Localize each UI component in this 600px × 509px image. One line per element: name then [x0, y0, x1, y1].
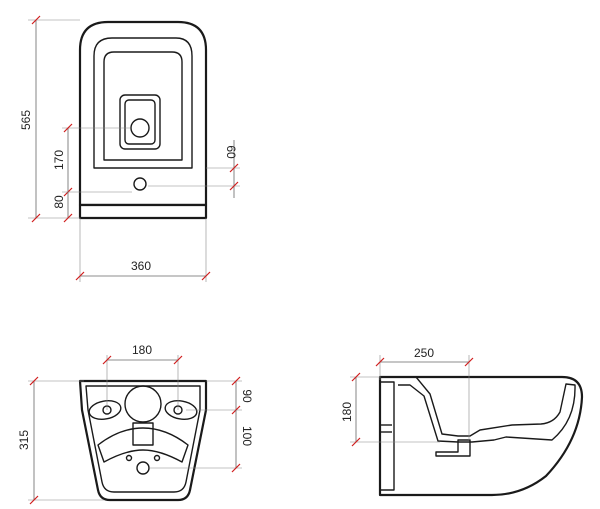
side-view-trap [435, 439, 471, 457]
dim-170: 170 [52, 150, 66, 170]
rear-view-outlet [124, 385, 162, 423]
top-view-drain [130, 118, 150, 138]
top-view-tap-hole [133, 177, 147, 191]
top-view-inner-rim [93, 37, 193, 169]
side-view-inner-bowl [398, 376, 576, 443]
top-view-spout-outer [119, 94, 161, 150]
top-view: 565 170 80 60 360 [19, 15, 240, 282]
dim-180-side: 180 [340, 402, 354, 422]
rear-view-right-fixing [164, 400, 198, 420]
dim-80: 80 [52, 195, 66, 209]
side-view-outline [378, 375, 584, 497]
rear-view-outline [78, 379, 208, 502]
rear-view: 180 315 90 100 [17, 343, 254, 505]
dim-565: 565 [19, 110, 33, 130]
top-view-outer-outline [78, 20, 208, 207]
dim-315: 315 [17, 430, 31, 450]
top-view-bowl [103, 51, 183, 161]
top-view-spout-inner [124, 99, 156, 145]
dim-360: 360 [131, 259, 151, 273]
rear-view-left-fixing [88, 400, 122, 420]
dim-100: 100 [240, 426, 254, 446]
side-view: 250 180 [340, 346, 584, 497]
rear-view-inlet [132, 422, 154, 446]
dim-250: 250 [414, 346, 434, 360]
rear-view-right-small-hole [153, 454, 161, 462]
top-view-back-edge [78, 203, 208, 220]
dim-60: 60 [224, 145, 238, 159]
rear-view-left-small-hole [125, 454, 133, 462]
dim-90: 90 [240, 389, 254, 403]
rear-view-bottom-hole [136, 461, 150, 475]
side-view-back-wall [380, 381, 395, 491]
dim-180-rear: 180 [132, 343, 152, 357]
rear-view-inner-surface [85, 385, 201, 493]
rear-view-lower-cavity [97, 427, 189, 463]
